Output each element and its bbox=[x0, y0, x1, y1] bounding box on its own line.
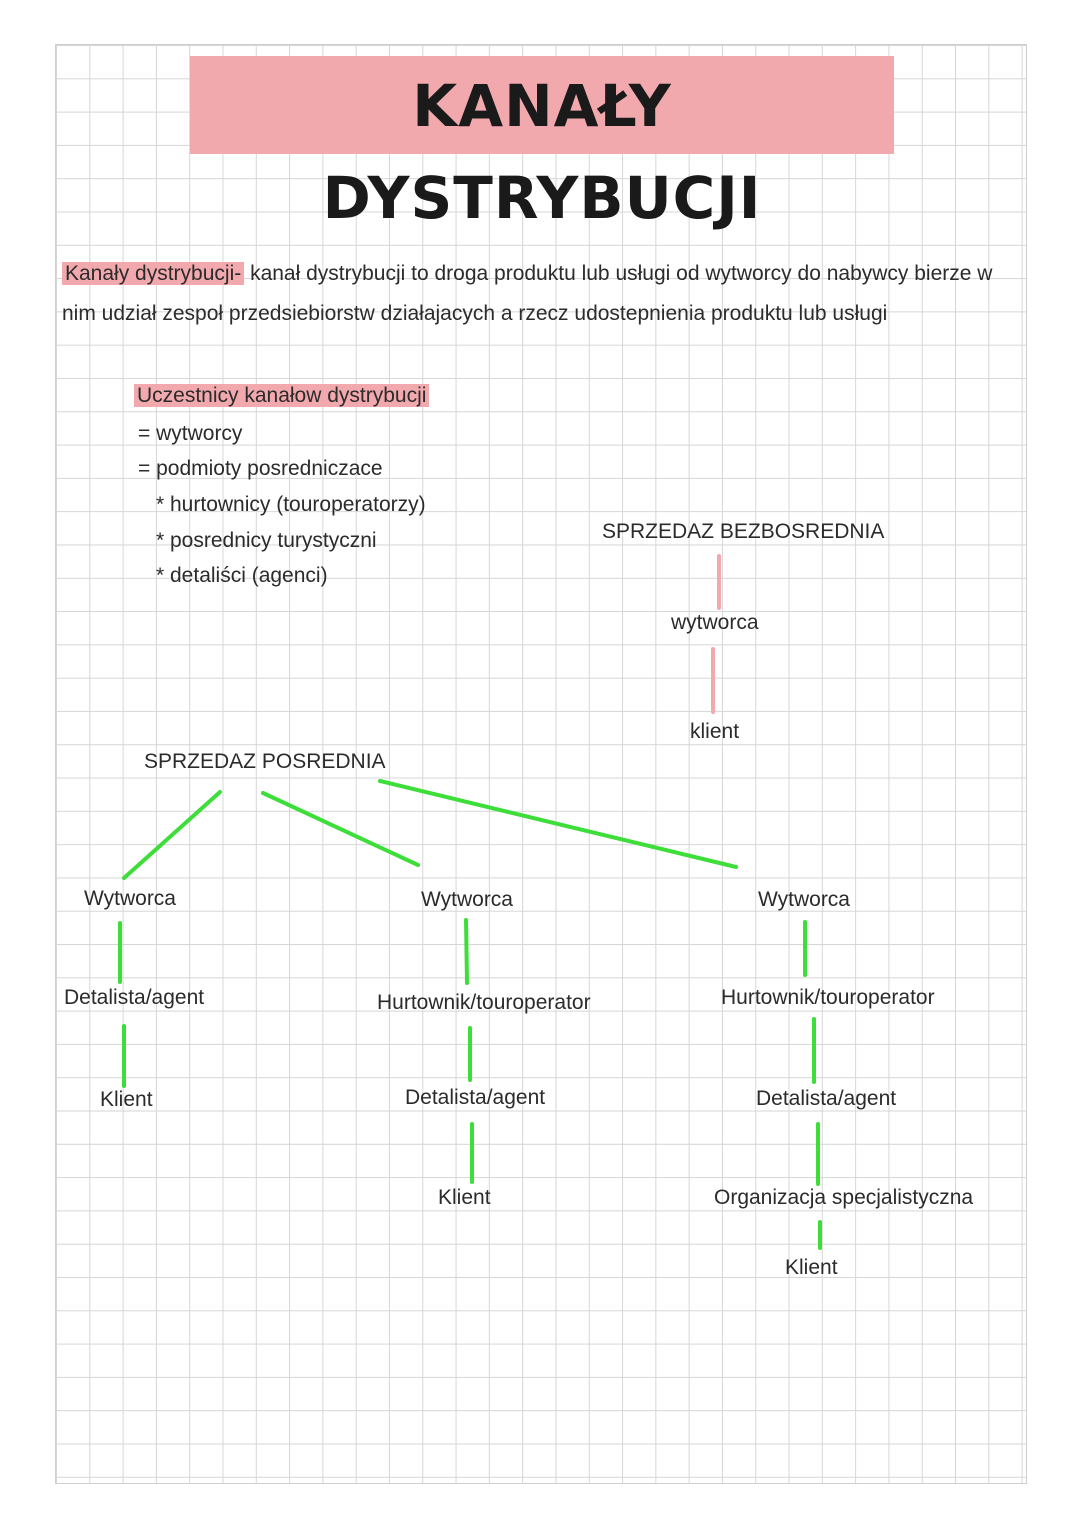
definition-term: Kanały dystrybucji- bbox=[62, 262, 245, 285]
chain2-client: Klient bbox=[438, 1186, 491, 1209]
definition-paragraph: Kanały dystrybucji- kanał dystrybucji to… bbox=[62, 254, 1022, 334]
chain2-producer: Wytworca bbox=[421, 888, 513, 911]
chain1-retailer: Detalista/agent bbox=[64, 986, 205, 1009]
branch-connector bbox=[122, 790, 222, 880]
page-title: KANAŁY DYSTRYBUCJI bbox=[322, 72, 762, 232]
title-highlight bbox=[190, 56, 894, 154]
chain3-retailer: Detalista/agent bbox=[756, 1087, 897, 1110]
chain3-wholesaler: Hurtownik/touroperator bbox=[721, 986, 935, 1009]
chain3-client: Klient bbox=[785, 1256, 838, 1279]
participant-item: = podmioty posredniczace bbox=[138, 457, 383, 480]
chain1-producer: Wytworca bbox=[84, 887, 176, 910]
chain2-wholesaler: Hurtownik/touroperator bbox=[377, 991, 591, 1014]
chain1-client: Klient bbox=[100, 1088, 153, 1111]
definition-text: kanał dystrybucji to droga produktu lub … bbox=[62, 262, 993, 325]
branch-connector bbox=[378, 779, 738, 869]
indirect-sale-heading: SPRZEDAZ POSREDNIA bbox=[144, 750, 386, 773]
participant-item: * hurtownicy (touroperatorzy) bbox=[156, 493, 426, 516]
chain3-specialist-org: Organizacja specjalistyczna bbox=[714, 1186, 974, 1209]
chain2-connector bbox=[464, 918, 469, 985]
chain2-retailer: Detalista/agent bbox=[405, 1086, 546, 1109]
participant-item: * posrednicy turystyczni bbox=[156, 529, 377, 552]
participants-heading: Uczestnicy kanałow dystrybucji bbox=[134, 384, 430, 408]
direct-client: klient bbox=[690, 720, 740, 743]
direct-sale-heading: SPRZEDAZ BEZBOSREDNIA bbox=[602, 520, 885, 543]
direct-producer: wytworca bbox=[671, 611, 759, 634]
participant-item: = wytworcy bbox=[138, 422, 243, 445]
branch-connector bbox=[261, 791, 420, 867]
participant-item: * detaliści (agenci) bbox=[156, 564, 328, 587]
chain3-producer: Wytworca bbox=[758, 888, 850, 911]
